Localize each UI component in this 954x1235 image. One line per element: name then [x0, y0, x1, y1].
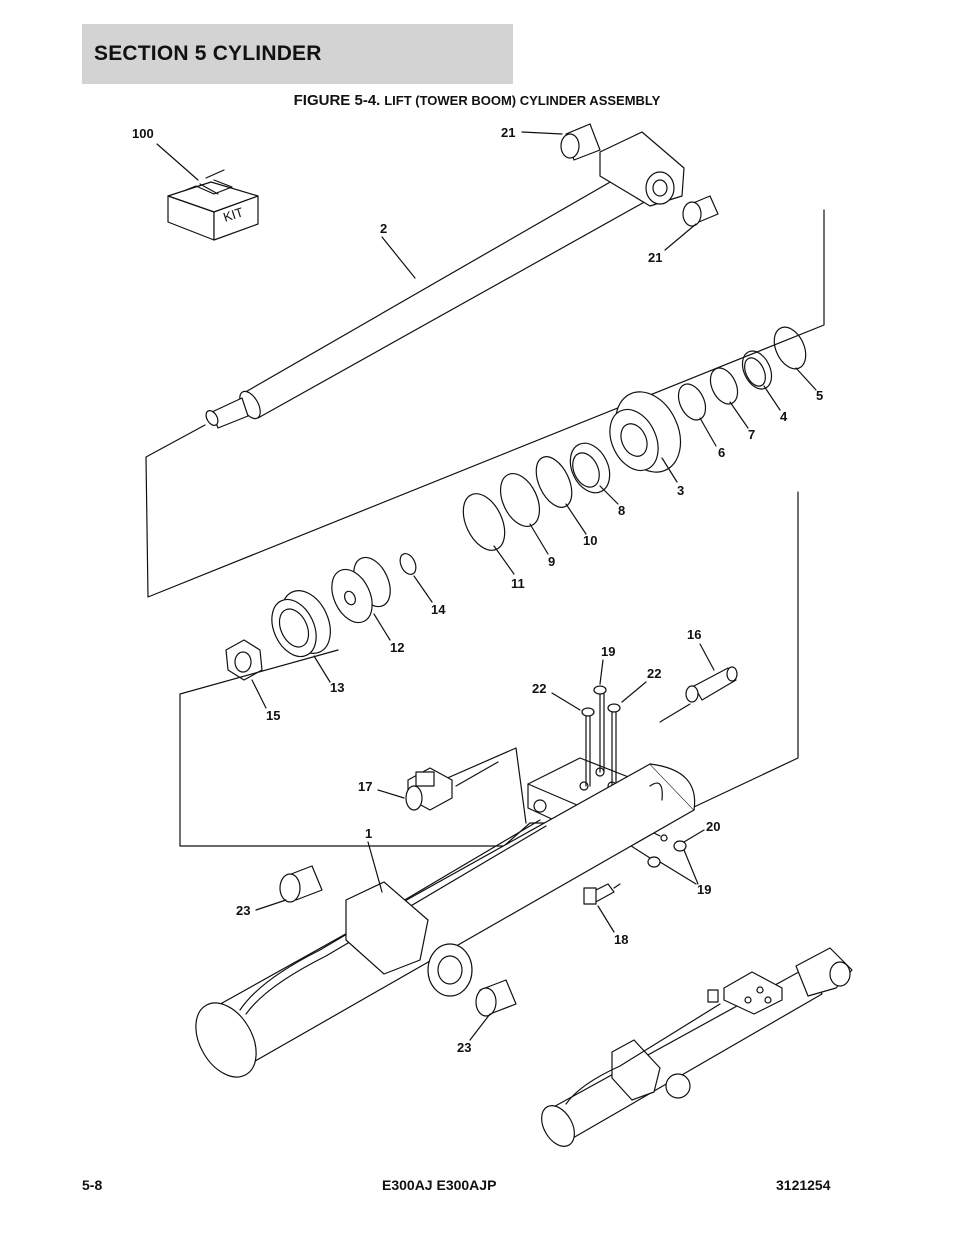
- screws-22-19: [581, 685, 621, 787]
- callout-100: 100: [132, 126, 154, 141]
- cylinder-rod: [205, 165, 649, 429]
- ring-4: [741, 350, 773, 390]
- callout-23-left: 23: [236, 903, 250, 918]
- kit-box-label: KIT: [221, 204, 245, 225]
- callout-7: 7: [748, 427, 755, 442]
- section-header-bar: SECTION 5 CYLINDER: [82, 24, 513, 84]
- piston-12: [331, 556, 391, 624]
- callout-11: 11: [511, 576, 525, 591]
- exploded-outline-frame-lower: [179, 491, 799, 847]
- ring-10: [535, 456, 573, 508]
- callout-19-top: 19: [601, 644, 615, 659]
- callout-1: 1: [365, 826, 372, 841]
- callout-22-left: 22: [532, 681, 546, 696]
- callout-22-right: 22: [647, 666, 661, 681]
- callout-10: 10: [583, 533, 597, 548]
- callout-8: 8: [618, 503, 625, 518]
- exploded-outline-frame-upper: [145, 209, 825, 598]
- callout-numbers: 100 21 21 2 5 4 7 6 3 8 10 9 11 14 12 13…: [132, 125, 823, 1055]
- wear-ring-8: [569, 442, 611, 494]
- cartridge-valve-16: [685, 666, 738, 703]
- plug-20: [660, 834, 668, 842]
- footer-doc-number: 3121254: [776, 1177, 831, 1193]
- callout-19-bottom: 19: [697, 882, 711, 897]
- fitting-18: [583, 883, 615, 905]
- solenoid-valve-17: [405, 767, 453, 811]
- figure-number: FIGURE 5-4.: [293, 92, 381, 109]
- callout-18: 18: [614, 932, 628, 947]
- callout-16: 16: [687, 627, 701, 642]
- callout-15: 15: [266, 708, 280, 723]
- cylinder-barrel: [195, 763, 696, 1078]
- bushings-23: [279, 865, 517, 1017]
- callout-20: 20: [706, 819, 720, 834]
- footer-model: E300AJ E300AJP: [382, 1177, 497, 1193]
- lock-nut-15: [225, 639, 263, 681]
- ring-5: [773, 326, 807, 370]
- callout-2: 2: [380, 221, 387, 236]
- callout-9: 9: [548, 554, 555, 569]
- callout-13: 13: [330, 680, 344, 695]
- ring-9: [499, 473, 541, 527]
- assembled-cylinder-view: [541, 947, 853, 1147]
- cylinder-head-gland: [609, 391, 682, 473]
- figure-caption: LIFT (TOWER BOOM) CYLINDER ASSEMBLY: [384, 93, 661, 108]
- footer-page-number: 5-8: [82, 1177, 103, 1193]
- section-title: SECTION 5 CYLINDER: [94, 42, 322, 65]
- ring-7: [709, 367, 739, 405]
- callout-12: 12: [390, 640, 404, 655]
- callout-17: 17: [358, 779, 372, 794]
- kit-box-illustration: [167, 169, 259, 241]
- ring-14: [399, 553, 417, 575]
- spacer-13: [271, 590, 331, 658]
- callout-21-right: 21: [648, 250, 662, 265]
- callout-5: 5: [816, 388, 823, 403]
- callout-23-bottom: 23: [457, 1040, 471, 1055]
- callout-4: 4: [780, 409, 788, 424]
- ring-11: [462, 493, 506, 551]
- callout-14: 14: [431, 602, 446, 617]
- ring-6: [677, 383, 707, 421]
- callout-6: 6: [718, 445, 725, 460]
- figure-title: FIGURE 5-4. LIFT (TOWER BOOM) CYLINDER A…: [0, 92, 954, 109]
- rod-eye-with-bushings: [560, 123, 719, 227]
- callout-3: 3: [677, 483, 684, 498]
- callout-21-top: 21: [501, 125, 515, 140]
